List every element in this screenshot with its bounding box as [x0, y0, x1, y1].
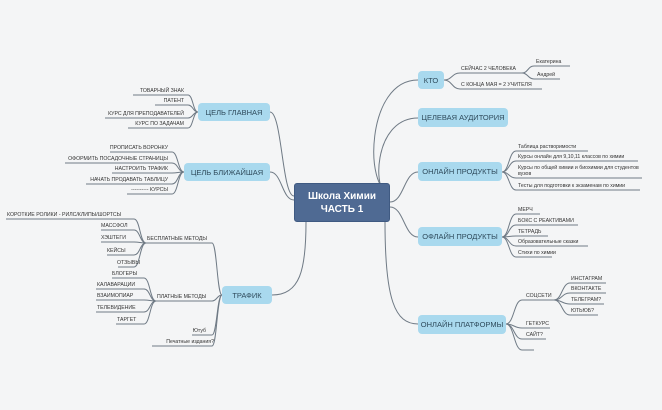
leaf-goal-main-1[interactable]: ПАТЕНТ [163, 98, 184, 104]
leaf-online-0[interactable]: Таблица растворимости [518, 144, 577, 150]
topic-traffic-label: ТРАФИК [232, 290, 262, 300]
leaf-goal-near-1[interactable]: ОФОРМИТЬ ПОСАДОЧНЫЕ СТРАНИЦЫ [68, 156, 168, 162]
topic-offline-products[interactable]: ОФЛАЙН ПРОДУКТЫ [418, 227, 502, 246]
leaf-social-1[interactable]: ВКОНТАКТЕ [571, 286, 602, 292]
topic-online-platforms-label: ОНЛАЙН ПЛАТФОРМЫ [420, 320, 504, 329]
leaf-paid-4[interactable]: ТАРГЕТ [117, 317, 137, 323]
leaf-platform-1[interactable]: САЙТ? [526, 332, 543, 338]
leaf-platform-social[interactable]: СОЦСЕТИ [526, 293, 552, 299]
leaf-goal-main-2[interactable]: КУРС ДЛЯ ПРЕПОДАВАТЕЛЕЙ [108, 111, 184, 117]
topic-traffic[interactable]: ТРАФИК [222, 286, 272, 304]
leaf-goal-near-2[interactable]: НАСТРОИТЬ ТРАФИК [114, 166, 168, 172]
root-topic[interactable]: Школа Химии ЧАСТЬ 1 [294, 183, 390, 222]
topic-audience-label: ЦЕЛЕВАЯ АУДИТОРИЯ [421, 113, 505, 122]
leaf-paid-1[interactable]: КАЛАВАРАЦИИ [97, 282, 136, 288]
leaf-offline-2[interactable]: ТЕТРАДЬ [518, 229, 542, 235]
traffic-extra-1[interactable]: Печатные издания? [166, 339, 214, 345]
topic-online-products-label: ОНЛАЙН ПРОДУКТЫ [422, 167, 498, 176]
leaf-goal-near-0[interactable]: ПРОПИСАТЬ ВОРОНКУ [109, 145, 168, 151]
leaf-goal-main-0[interactable]: ТОВАРНЫЙ ЗНАК [139, 88, 184, 94]
leaf-goal-near-3[interactable]: НАЧАТЬ ПРОДАВАТЬ ТАБЛИЦУ [90, 177, 168, 183]
leaf-who-now[interactable]: СЕЙЧАС 2 ЧЕЛОВЕКА [461, 66, 517, 72]
leaf-free-1[interactable]: МАССФОЛ [101, 223, 128, 229]
leaf-offline-1[interactable]: БОКС С РЕАКТИВАМИ [518, 218, 574, 224]
leaf-paid-2[interactable]: ВЗАИМОПИАР [97, 293, 134, 299]
root-title: Школа Химии [308, 190, 376, 202]
leaf-online-2[interactable]: Курсы по общей химии и биохимии для студ… [518, 165, 639, 177]
topic-offline-products-label: ОФЛАЙН ПРОДУКТЫ [422, 232, 498, 241]
leaf-free-3[interactable]: КЕЙСЫ [107, 248, 126, 254]
leaf-who-may[interactable]: С КОНЦА МАЯ = 2 УЧИТЕЛЯ [461, 82, 532, 88]
traffic-extra-0[interactable]: Ютуб [192, 328, 206, 334]
leaf-free-0[interactable]: КОРОТКИЕ РОЛИКИ - РИЛС/КЛИПЫ/ШОРТСЫ [7, 212, 122, 218]
leaf-goal-near-4[interactable]: ---------- КУРСЫ [131, 187, 168, 193]
topic-goal-near-label: ЦЕЛЬ БЛИЖАЙШАЯ [190, 167, 264, 177]
topic-who-label: КТО [423, 75, 439, 85]
leaf-free-4[interactable]: ОТЗЫВЫ [117, 260, 140, 266]
leaf-offline-4[interactable]: Стихи по химии [518, 250, 556, 256]
topic-goal-near[interactable]: ЦЕЛЬ БЛИЖАЙШАЯ [184, 163, 270, 181]
leaf-free-2[interactable]: ХЭШТЕГИ [101, 235, 126, 241]
topic-goal-main-label: ЦЕЛЬ ГЛАВНАЯ [205, 107, 263, 117]
leaf-social-3[interactable]: ЮТЬЮБ? [571, 308, 595, 314]
leaf-who-person-0[interactable]: Екатерина [536, 59, 562, 65]
leaf-offline-0[interactable]: МЕРЧ [518, 207, 533, 213]
leaf-online-3[interactable]: Тесты для подготовки к экзаменам по хими… [518, 183, 626, 189]
traffic-free-methods[interactable]: БЕСПЛАТНЫЕ МЕТОДЫ [147, 236, 207, 242]
leaf-social-0[interactable]: ИНСТАГРАМ [571, 276, 603, 282]
leaf-online-1[interactable]: Курсы онлайн для 9,10,11 классов по хими… [518, 154, 625, 160]
topic-online-platforms[interactable]: ОНЛАЙН ПЛАТФОРМЫ [418, 315, 506, 334]
leaf-paid-3[interactable]: ТЕЛЕВИДЕНИЕ [97, 305, 136, 311]
leaf-goal-main-3[interactable]: КУРС ПО ЗАДАЧАМ [135, 121, 184, 127]
root-subtitle: ЧАСТЬ 1 [320, 203, 364, 215]
leaf-platform-0[interactable]: ГЕТКУРС [526, 321, 549, 327]
topic-who[interactable]: КТО [418, 71, 444, 89]
leaf-social-2[interactable]: ТЕЛЕГРАМ? [571, 297, 602, 303]
topic-online-products[interactable]: ОНЛАЙН ПРОДУКТЫ [418, 162, 502, 181]
leaf-paid-0[interactable]: БЛОГЕРЫ [112, 271, 138, 277]
traffic-paid-methods[interactable]: ПЛАТНЫЕ МЕТОДЫ [157, 294, 207, 300]
topic-audience[interactable]: ЦЕЛЕВАЯ АУДИТОРИЯ [418, 108, 508, 127]
leaf-who-person-1[interactable]: Андрей [537, 72, 556, 78]
leaf-offline-3[interactable]: Образовательные сказки [518, 239, 579, 245]
topic-goal-main[interactable]: ЦЕЛЬ ГЛАВНАЯ [198, 103, 270, 121]
